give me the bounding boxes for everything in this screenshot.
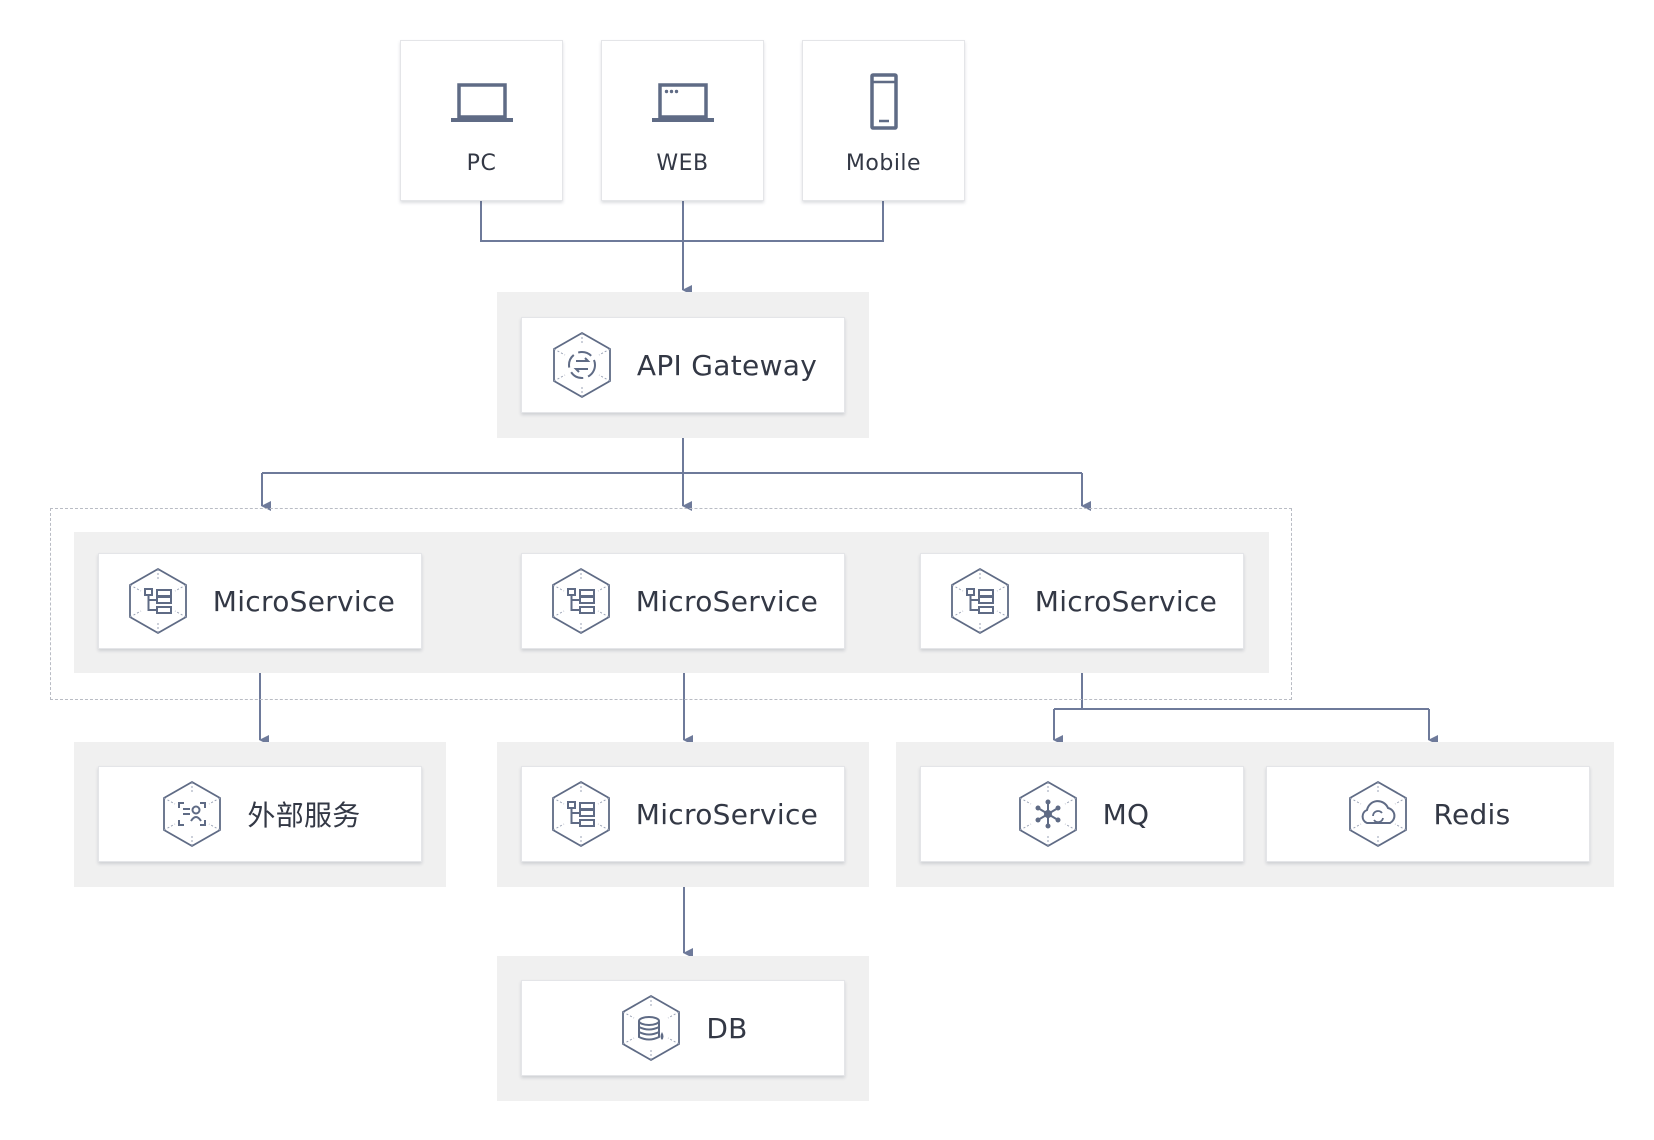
db-label: DB [706,1011,748,1045]
redis-label: Redis [1433,797,1511,831]
client-pc[interactable]: PC [400,40,563,201]
external-service-label: 外部服务 [247,799,361,832]
api-gateway-card[interactable]: API Gateway [521,317,845,413]
client-mobile[interactable]: Mobile [802,40,965,201]
microservice-label: MicroService [212,584,396,618]
mobile-phone-icon [848,73,920,137]
connector-mobile [683,201,884,242]
gateway-icon [549,329,615,401]
mq-card[interactable]: MQ [920,766,1244,862]
db-card[interactable]: DB [521,980,845,1076]
client-label: PC [466,151,497,176]
microservice-cluster-boundary [50,508,1292,700]
cloud-sync-icon [1345,778,1411,850]
tree-structure-icon [548,778,614,850]
gateway-label: API Gateway [636,348,818,382]
network-hub-icon [1015,778,1081,850]
scan-person-icon [159,778,225,850]
client-web[interactable]: WEB [601,40,764,201]
microservice-label: MicroService [635,797,819,831]
browser-window-icon [647,73,719,137]
tree-structure-icon [947,565,1013,637]
client-label: WEB [656,151,709,176]
external-service-card[interactable]: 外部服务 [98,766,422,862]
laptop-icon [446,73,518,137]
microservice-label: MicroService [1034,584,1218,618]
connector-pc [480,201,683,242]
database-icon [618,992,684,1064]
connector-ms-3-bus [1054,672,1429,710]
mq-label: MQ [1102,797,1150,831]
redis-card[interactable]: Redis [1266,766,1590,862]
tree-structure-icon [125,565,191,637]
microservice-card-3[interactable]: MicroService [920,553,1244,649]
tree-structure-icon [548,565,614,637]
microservice-card-2[interactable]: MicroService [521,553,845,649]
client-label: Mobile [845,151,922,176]
microservice-label: MicroService [635,584,819,618]
microservice-card-1[interactable]: MicroService [98,553,422,649]
downstream-microservice-card[interactable]: MicroService [521,766,845,862]
